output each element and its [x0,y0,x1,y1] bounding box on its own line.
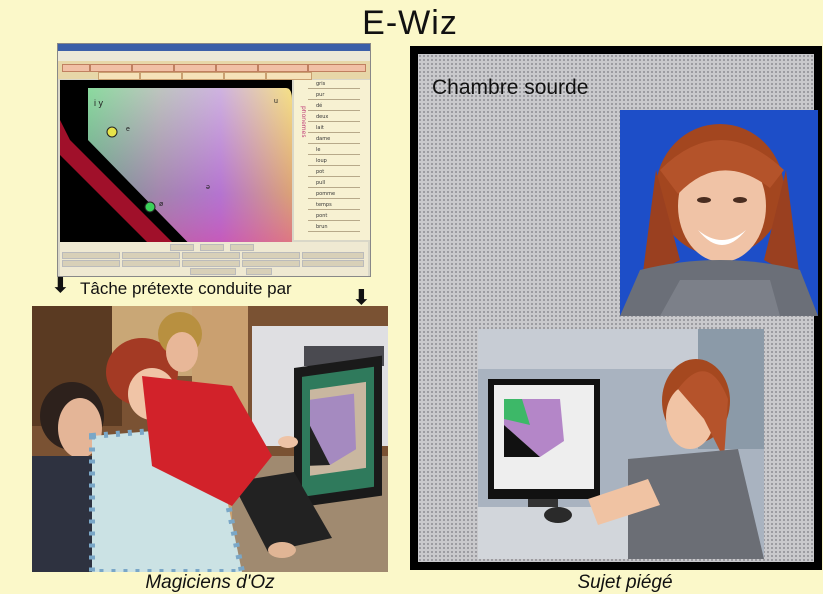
phoneme-word: deux [316,114,329,120]
phoneme-word: pont [316,213,328,219]
phoneme-word: pur [316,92,325,98]
chamber-background: Chambre sourde [418,54,818,562]
vowel-label: u [274,98,278,105]
phoneme-word: pomme [316,191,336,197]
wizards-photo [32,306,388,572]
window-titlebar [58,44,370,51]
phoneme-word: dame [316,136,331,142]
down-arrow-icon: ⬇ [52,275,69,297]
phoneme-word: dé [316,103,323,109]
phoneme-word: pull [316,180,326,186]
phoneme-word: lait [316,125,324,131]
subject-computer-photo [478,329,764,559]
phoneme-word: temps [316,202,332,208]
vowel-label: e [126,126,130,133]
phoneme-word: gris [316,81,326,87]
subject-portrait-photo [620,110,818,316]
vowel-label: i y [94,98,103,108]
phoneme-word: loup [316,158,327,164]
caption-text: Tâche prétexte conduite par [80,279,292,298]
svg-text:phonemes: phonemes [300,106,306,137]
bottom-grid [60,242,368,276]
phoneme-word: le [316,147,321,153]
chamber-panel: Chambre sourde [410,46,822,570]
vowel-label: ø [159,201,164,208]
down-arrow-icon: ⬇ [353,287,370,309]
subject-label: Sujet piégé [577,572,673,593]
page-title: E-Wiz [362,4,458,42]
software-screenshot: i y e ø ə a u phonemes gris pur dé deux … [57,43,371,277]
chamber-title: Chambre sourde [432,76,589,99]
tab-strip [58,61,370,80]
phoneme-list: phonemes gris pur dé deux lait dame le l… [294,80,370,240]
phoneme-word: pot [316,169,325,175]
phoneme-word: brun [316,224,328,230]
wizards-label: Magiciens d'Oz [145,572,275,593]
vowel-label: ə [206,184,210,191]
